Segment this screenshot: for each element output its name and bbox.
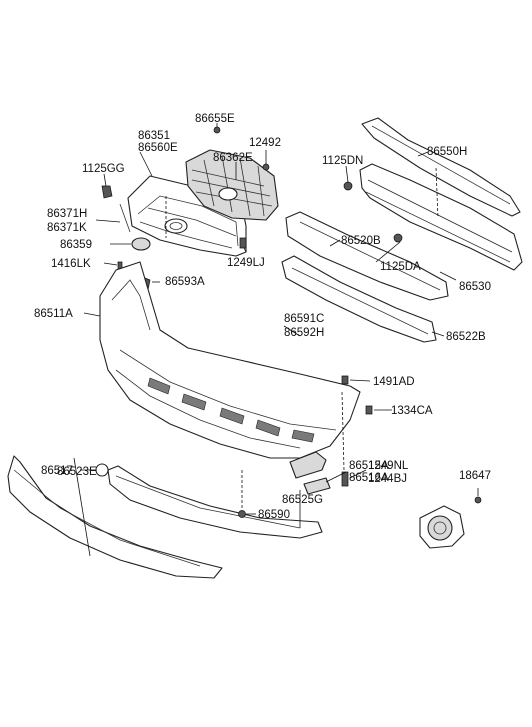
label-86371h: 86371H: [47, 208, 87, 220]
label-18647: 18647: [459, 470, 491, 482]
label-86593a: 86593A: [165, 276, 205, 288]
screw-86590: [238, 510, 246, 518]
screw-1249nl: [341, 471, 349, 487]
bolt-1125da: [393, 233, 403, 243]
bumper-cover-part: [95, 261, 361, 477]
lower-lip-part: [7, 455, 223, 579]
label-86550h: 86550H: [427, 146, 467, 158]
absorber-part: [285, 211, 449, 301]
label-86517: 86517: [41, 465, 73, 477]
label-86516a: 86516A: [349, 472, 389, 484]
upper-beam-part: [361, 117, 521, 217]
bumper-beam-part: [343, 163, 523, 271]
label-86520b: 86520B: [341, 235, 381, 247]
lower-trim-part: [107, 465, 323, 539]
bolt-18647: [474, 496, 482, 504]
label-1244bj: 1244BJ: [368, 473, 407, 485]
label-86525g: 86525G: [282, 494, 323, 506]
bracket-86592h: [303, 477, 331, 495]
emblem-86359: [131, 237, 151, 251]
label-1416lk: 1416LK: [51, 258, 91, 270]
label-1125dn: 1125DN: [322, 155, 363, 167]
label-1491ad: 1491AD: [373, 376, 415, 388]
lower-support-part: [281, 255, 437, 343]
label-86371k: 86371K: [47, 222, 87, 234]
label-86655e: 86655E: [195, 113, 235, 125]
label-1125gg: 1125GG: [82, 163, 125, 175]
grille-mesh-part: [185, 149, 279, 221]
screw-12492: [262, 163, 270, 171]
label-12492: 12492: [249, 137, 281, 149]
label-86351: 86351: [138, 130, 170, 142]
label-1125da: 1125DA: [380, 261, 421, 273]
bolt-1125dn: [343, 181, 353, 191]
label-86359: 86359: [60, 239, 92, 251]
label-1249lj: 1249LJ: [227, 257, 265, 269]
label-86591c: 86591C: [284, 313, 324, 325]
leader-lines: [73, 123, 479, 557]
label-86511a: 86511A: [34, 308, 73, 320]
label-86515a: 86515A: [349, 460, 389, 472]
label-86523e: 86523E: [57, 466, 97, 478]
clip-1334ca: [365, 405, 373, 415]
rod-86371h: [119, 203, 131, 233]
label-1249nl: 1249NL: [368, 460, 409, 472]
label-86590: 86590: [258, 509, 290, 521]
clip-1491ad: [341, 375, 349, 385]
label-86560e: 86560E: [138, 142, 178, 154]
clip-1249lj: [239, 237, 247, 249]
part-labels: 86655E 86351 86560E 12492 86362E 1125GG …: [34, 113, 491, 521]
screw-1125gg: [101, 185, 113, 199]
label-86522b: 86522B: [446, 331, 486, 343]
clip-86655e: [213, 126, 221, 134]
label-86362e: 86362E: [213, 152, 253, 164]
label-86530: 86530: [459, 281, 491, 293]
label-1334ca: 1334CA: [391, 405, 433, 417]
label-86592h: 86592H: [284, 327, 324, 339]
cap-86517: [95, 463, 109, 477]
fog-lamp-part: [419, 505, 465, 549]
